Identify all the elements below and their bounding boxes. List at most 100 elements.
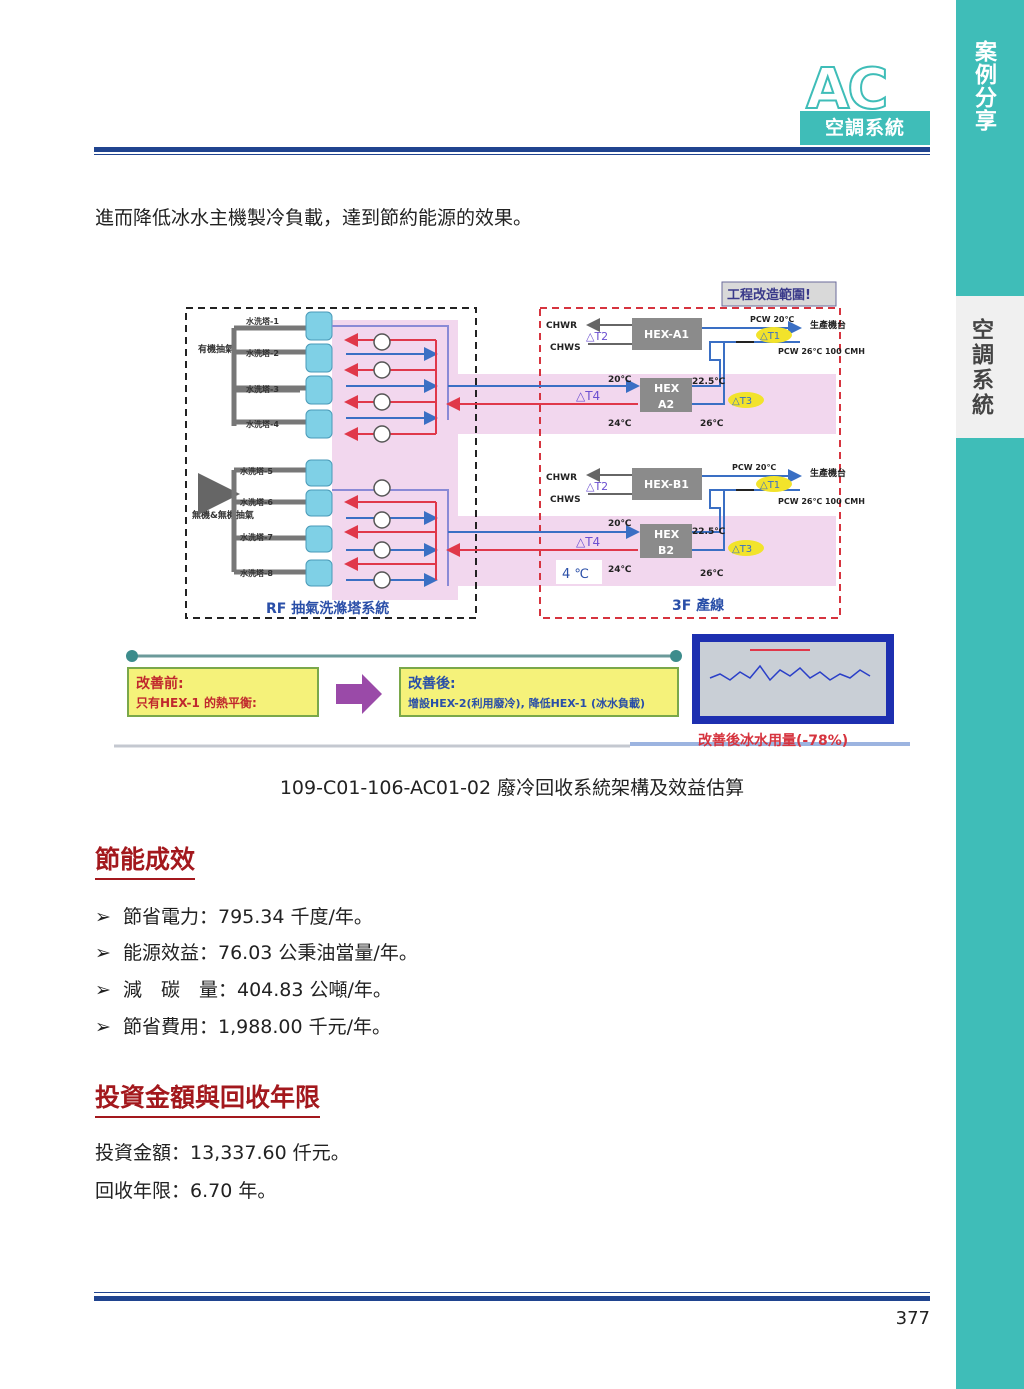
- bullet-item: ➢ 節省電力：795.34 千度/年。: [95, 902, 373, 929]
- tower-7: [305, 525, 333, 553]
- arrow-bullet-icon: ➢: [95, 942, 111, 964]
- trend-line: [709, 664, 871, 682]
- investment-amount: 投資金額：13,337.60 仟元。: [95, 1142, 350, 1164]
- tower-label-6: 水洗塔-6: [239, 497, 273, 507]
- timeline-start: [126, 650, 138, 662]
- after-text: 增設HEX-2(利用廢冷), 降低HEX-1 (冰水負載): [408, 696, 645, 710]
- hex-b1: [632, 468, 702, 500]
- chilled-water-trend-chart: [692, 634, 894, 724]
- side-tab-hvac-label: 空調系統: [968, 318, 993, 418]
- upper-pcw20: PCW 20℃: [750, 315, 794, 324]
- line-3f-box: [539, 307, 841, 619]
- lower-dt1: △T1: [760, 480, 780, 491]
- lower-t225: 22.5℃: [692, 527, 725, 537]
- upper-dt2: △T2: [586, 330, 608, 343]
- pump-4: [373, 425, 391, 443]
- ac-logo: AC: [805, 57, 889, 122]
- arrow-bullet-icon: ➢: [95, 979, 111, 1001]
- tower-4: [305, 409, 333, 439]
- scope-label-box: [721, 281, 837, 307]
- hex-b2: [640, 524, 692, 558]
- scrubber-towers: 水洗塔-1 水洗塔-2 水洗塔-3 水洗塔-4 水洗塔-5 水洗塔-6 水洗塔-…: [239, 311, 333, 587]
- page-number: 377: [895, 1308, 930, 1329]
- after-box: [399, 667, 679, 717]
- lower-4c: 4 ℃: [562, 567, 589, 582]
- timeline-end: [670, 650, 682, 662]
- pump-8: [373, 571, 391, 589]
- figure-caption: 109-C01-106-AC01-02 廢冷回收系統架構及效益估算: [279, 777, 745, 799]
- lower-chws: CHWS: [550, 495, 581, 505]
- hex-a2-l2: A2: [658, 398, 674, 411]
- inorganic-exhaust-label: 無機&無機抽氣: [192, 509, 254, 521]
- hex-b1-label: HEX-B1: [644, 478, 689, 491]
- pump-2: [373, 361, 391, 379]
- line-3f-title: 3F 產線: [672, 597, 724, 614]
- tower-label-1: 水洗塔-1: [245, 316, 279, 326]
- pump-5: [373, 479, 391, 497]
- upper-t20: 20℃: [608, 375, 632, 385]
- lower-t1-marker: [756, 476, 792, 492]
- header-rule-thick: [94, 147, 930, 152]
- lower-chwr: CHWR: [546, 473, 577, 483]
- before-after-arrow: [336, 674, 382, 714]
- hex-a2-l1: HEX: [654, 382, 680, 395]
- tower-6: [305, 489, 333, 517]
- bullet-text: 減 碳 量：404.83 公噸/年。: [123, 979, 392, 1001]
- hex-a2-pcw-link: [692, 372, 725, 405]
- payback-period: 回收年限：6.70 年。: [95, 1180, 277, 1202]
- after-title: 改善後:: [408, 675, 456, 692]
- lower-production: 生產機台: [810, 467, 846, 479]
- pump-1: [373, 333, 391, 351]
- hex-a1: [632, 318, 702, 350]
- pump-6: [373, 511, 391, 529]
- upper-dt1: △T1: [760, 331, 780, 342]
- lower-4c-box: [556, 560, 602, 584]
- before-title: 改善前:: [136, 675, 184, 692]
- arrow-bullet-icon: ➢: [95, 1016, 111, 1038]
- rf-scrubber-box: [185, 307, 477, 619]
- tower-label-5: 水洗塔-5: [239, 466, 273, 476]
- tower-label-8: 水洗塔-8: [239, 568, 273, 578]
- tower-1: [305, 311, 333, 341]
- side-band: [956, 0, 1024, 1389]
- tower-2: [305, 343, 333, 373]
- lower-t3-marker: [728, 540, 764, 556]
- energy-saving-heading: 節能成效: [95, 840, 196, 880]
- inorganic-branches: [231, 467, 306, 575]
- upper-production: 生產機台: [810, 319, 846, 331]
- side-tab-hvac: 空調系統: [956, 296, 1024, 438]
- upper-t1-marker: [756, 327, 792, 343]
- header-rule-thin: [94, 154, 930, 155]
- bullet-text: 節省電力：795.34 千度/年。: [123, 906, 373, 928]
- upper-t26: 26℃: [700, 419, 724, 429]
- upper-dt4: △T4: [576, 389, 600, 403]
- pump-3: [373, 393, 391, 411]
- hex-a1-label: HEX-A1: [644, 328, 689, 341]
- lower-t20: 20℃: [608, 519, 632, 529]
- tower-3: [305, 375, 333, 405]
- pumps: [373, 333, 391, 589]
- upper-chws: CHWS: [550, 343, 581, 353]
- lower-pcw20: PCW 20℃: [732, 463, 776, 472]
- upper-t225: 22.5℃: [692, 377, 725, 387]
- bullet-item: ➢節省費用：1,988.00 千元/年。: [95, 1012, 391, 1039]
- organic-manifold: [231, 370, 300, 426]
- organic-branches: [231, 325, 306, 425]
- bullet-text: 能源效益：76.03 公秉油當量/年。: [123, 942, 418, 964]
- chart-note: 改善後冰水用量(-78%): [698, 732, 848, 749]
- waste-cold-recovery-diagram: RF 抽氣洗滌塔系統 3F 產線 工程改造範圍! 有機抽氣 無機&無機抽氣 水洗…: [114, 281, 910, 749]
- hex-a2: [640, 378, 692, 412]
- footer-rule-thick: [94, 1296, 930, 1301]
- tower-label-3: 水洗塔-3: [245, 384, 279, 394]
- side-tab-case-sharing: 案例分享: [971, 40, 996, 132]
- lower-t26: 26℃: [700, 569, 724, 579]
- pump-7: [373, 541, 391, 559]
- lower-pcw26: PCW 26℃ 100 CMH: [778, 497, 865, 506]
- hex-b2-l2: B2: [658, 544, 674, 557]
- upper-loop-outline: [332, 325, 449, 420]
- lower-dt2: △T2: [586, 480, 608, 493]
- rf-box-title: RF 抽氣洗滌塔系統: [266, 600, 389, 617]
- footer-rule-thin: [94, 1292, 930, 1293]
- lower-dt3: △T3: [732, 544, 752, 555]
- arrow-bullet-icon: ➢: [95, 906, 111, 928]
